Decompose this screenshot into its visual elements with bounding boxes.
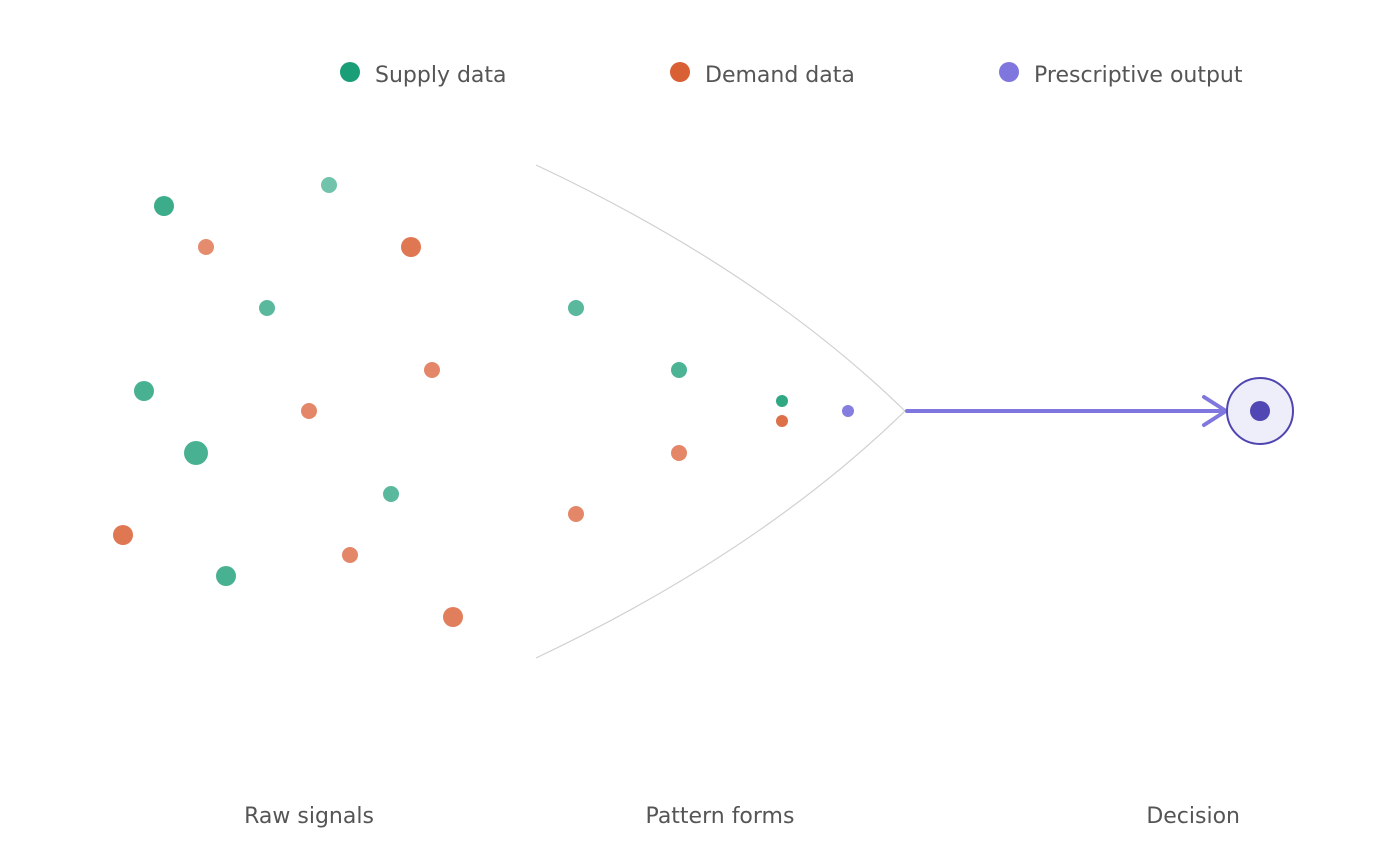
supply-dot [383,486,399,502]
demand-dot [424,362,440,378]
decision-node-core [1250,401,1270,421]
demand-dot [342,547,358,563]
demand-dot [113,525,133,545]
decision-arrow [905,395,1228,427]
legend-supply-swatch [340,62,360,82]
legend-supply-label: Supply data [375,63,507,88]
demand-dot [568,506,584,522]
demand-dot [671,445,687,461]
demand-dot [198,239,214,255]
supply-dot [134,381,154,401]
supply-dot [259,300,275,316]
pattern-cluster [568,300,854,522]
supply-dot [184,441,208,465]
demand-dot [401,237,421,257]
demand-dot [443,607,463,627]
demand-dot [776,415,788,427]
supply-dot [671,362,687,378]
stage-label-pattern-forms: Pattern forms [646,804,795,829]
output-dot [842,405,854,417]
legend: Supply data Demand data Prescriptive out… [340,62,1243,88]
legend-output-label: Prescriptive output [1034,63,1243,88]
supply-dot [154,196,174,216]
supply-dot [568,300,584,316]
stage-label-decision: Decision [1146,804,1240,829]
demand-dot [301,403,317,419]
supply-dot [216,566,236,586]
supply-dot [321,177,337,193]
funnel-top-edge [535,164,906,412]
funnel-bottom-edge [535,410,906,659]
legend-demand-label: Demand data [705,63,855,88]
supply-dot [776,395,788,407]
legend-demand-swatch [670,62,690,82]
stage-label-raw-signals: Raw signals [244,804,374,829]
raw-signals-cluster [113,177,463,627]
decision-node [1226,377,1294,445]
legend-output-swatch [999,62,1019,82]
